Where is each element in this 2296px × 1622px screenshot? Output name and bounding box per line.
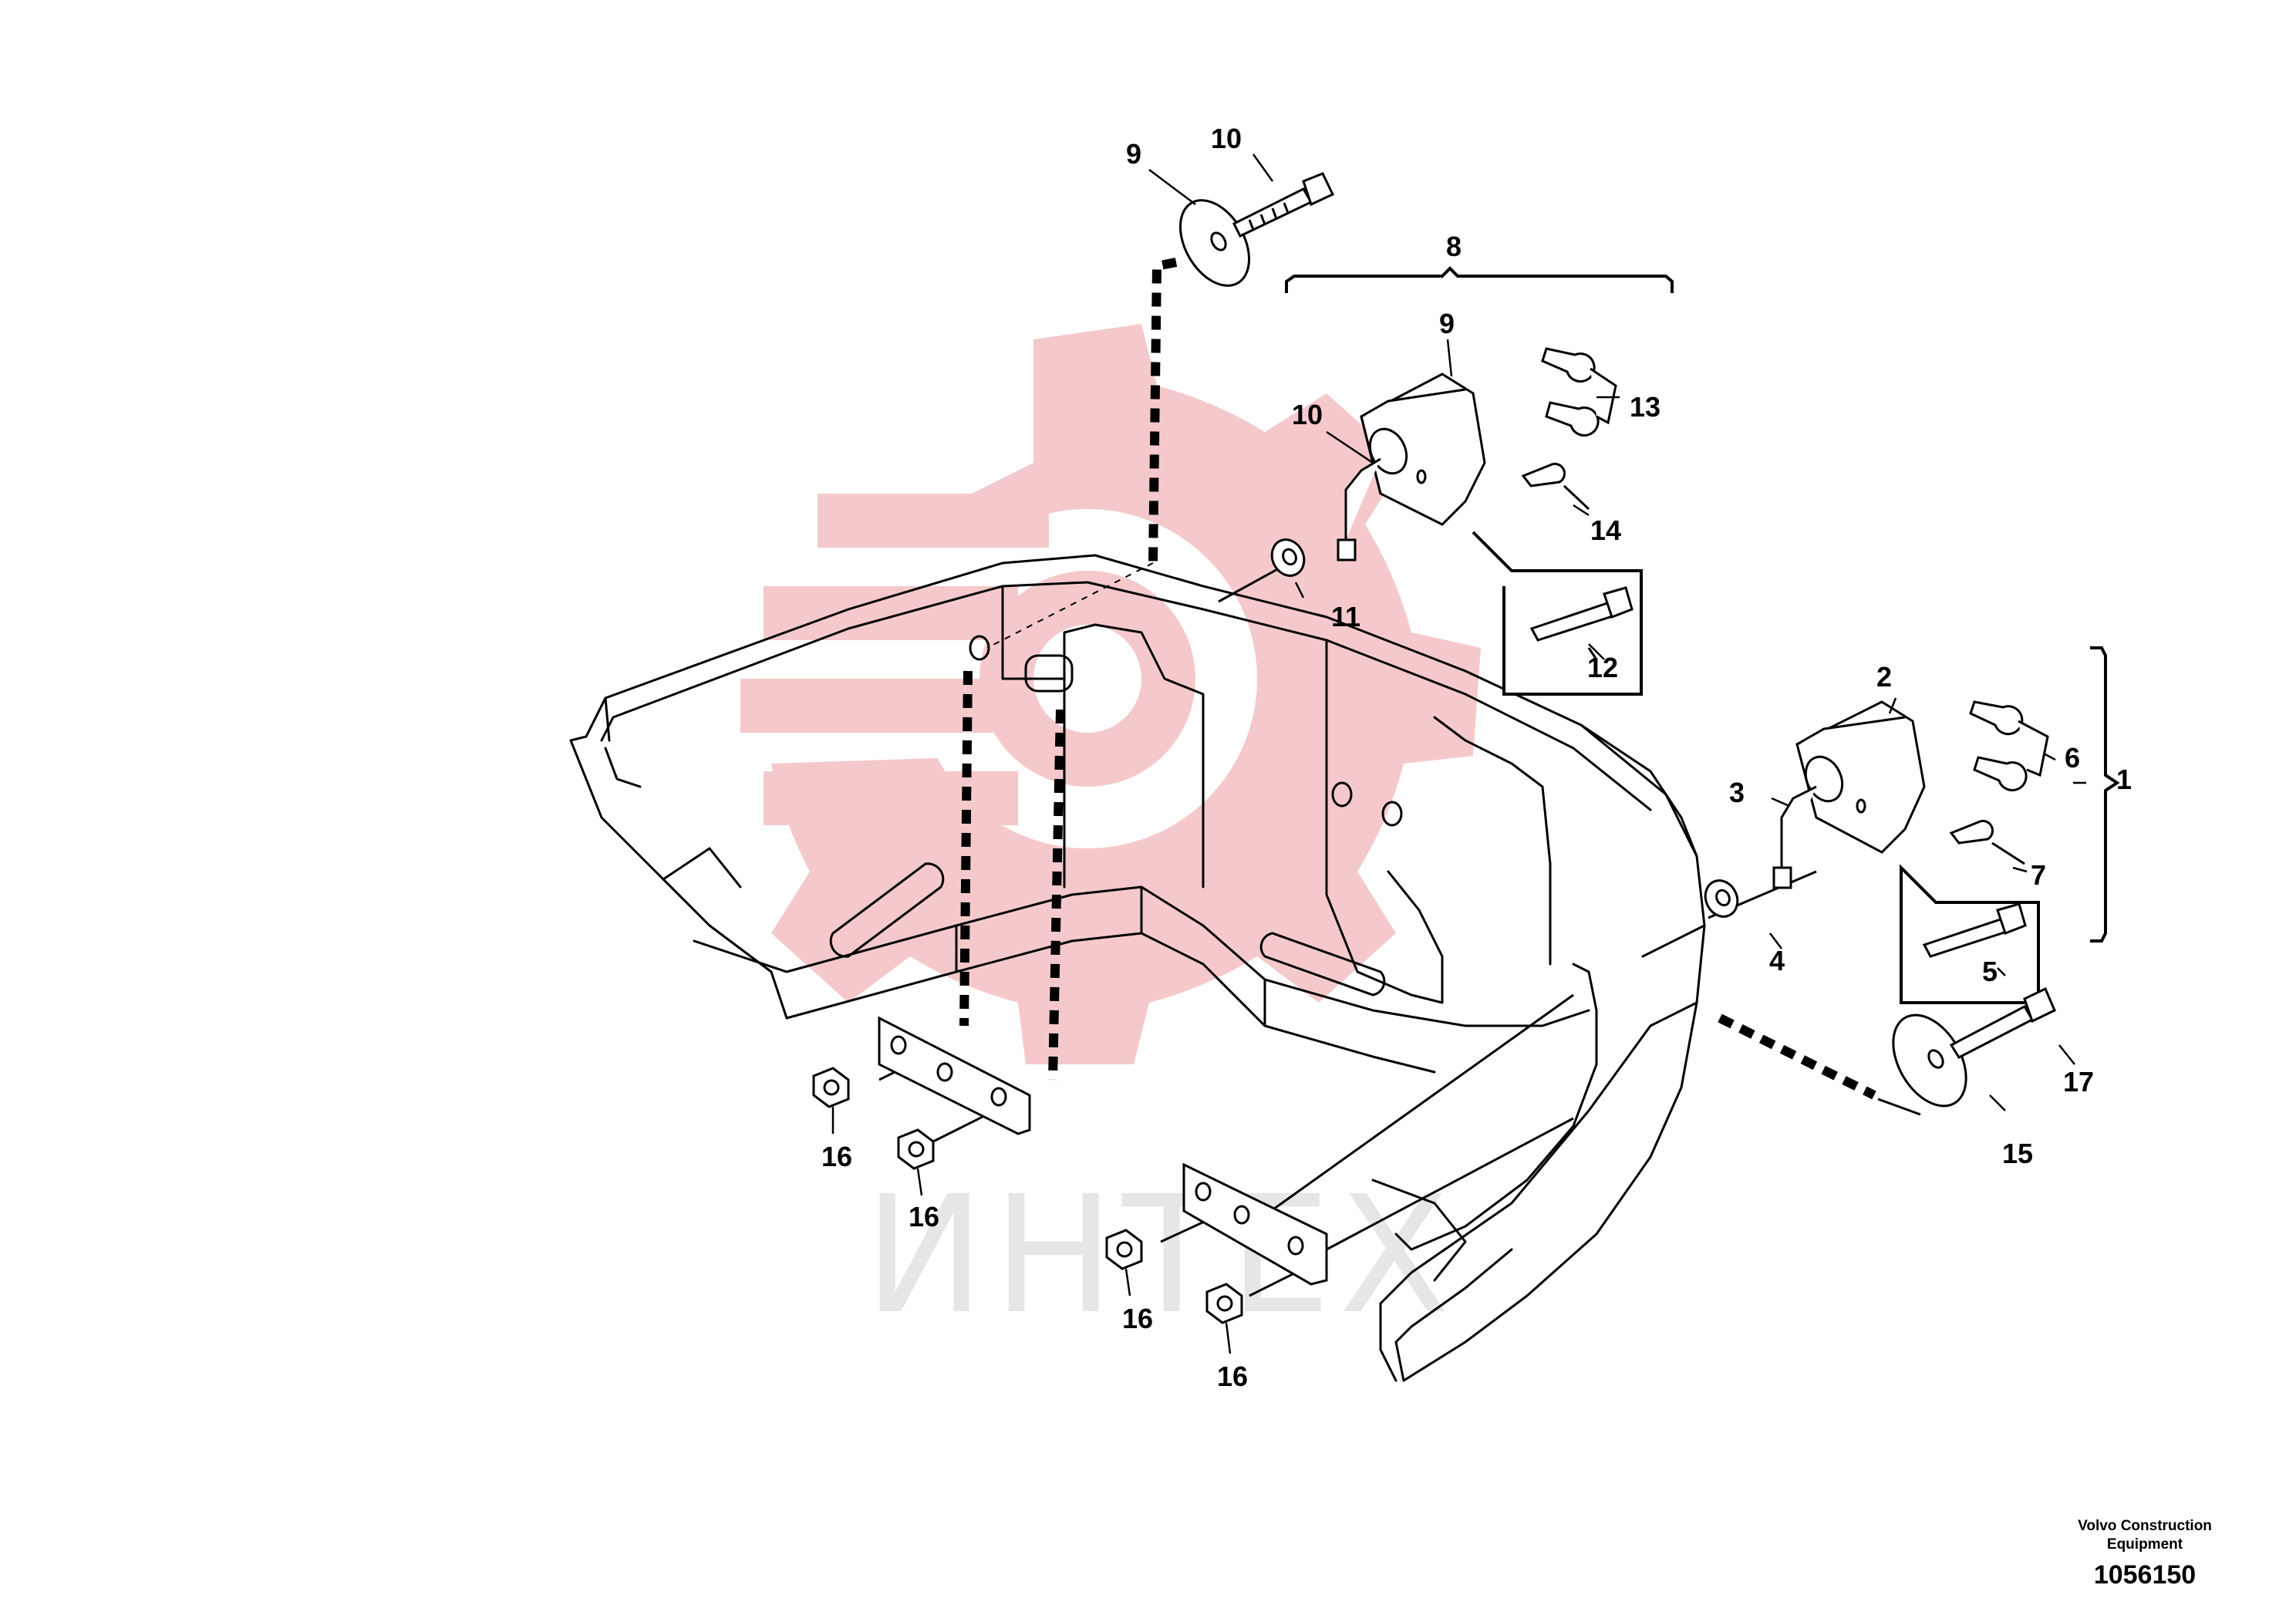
- bulbs-13: [1541, 347, 1617, 437]
- callout-8: 8: [1446, 231, 1462, 262]
- bracket-group-8: [1285, 266, 1674, 293]
- callout-16-a: 16: [821, 1141, 852, 1172]
- callout-12: 12: [1587, 652, 1618, 683]
- callout-11: 11: [1331, 601, 1360, 632]
- plate-right: [1182, 1162, 1328, 1286]
- callout-10-top: 10: [1211, 123, 1242, 154]
- lamp-left: [1337, 373, 1486, 561]
- bolt-17: [1949, 986, 2056, 1059]
- callout-5: 5: [1982, 956, 1998, 987]
- callout-16-b: 16: [909, 1201, 939, 1233]
- washer-15: [1892, 1013, 1967, 1108]
- callout-9-lamp: 9: [1439, 308, 1455, 339]
- bolt-10-top: [1232, 172, 1335, 238]
- callout-2: 2: [1876, 661, 1892, 693]
- callout-16-d: 16: [1217, 1361, 1248, 1392]
- document-number: 1056150: [2093, 1560, 2197, 1590]
- lamp-right: [1772, 700, 1926, 889]
- bulb-7: [1949, 819, 2025, 865]
- counterweight-drawing: [569, 554, 1706, 1382]
- footer-info: Volvo Construction Equipment 1056150: [2045, 1517, 2245, 1591]
- bracket-group-1: [2090, 646, 2120, 943]
- callout-16-c: 16: [1122, 1303, 1153, 1334]
- company-name: Volvo Construction Equipment: [2078, 1518, 2212, 1553]
- bulb-14: [1521, 462, 1590, 511]
- callout-13: 13: [1630, 391, 1660, 423]
- callout-1: 1: [2116, 764, 2132, 795]
- assembly-leaders: [878, 258, 1921, 1297]
- callout-6: 6: [2065, 742, 2080, 774]
- nut-4: [1704, 879, 1739, 918]
- callout-15: 15: [2002, 1138, 2033, 1169]
- callout-leaders: [831, 153, 2086, 1354]
- callout-14: 14: [1590, 514, 1621, 546]
- inset-screw-5: [1900, 864, 2040, 1004]
- callout-3: 3: [1729, 777, 1745, 808]
- callout-9-top: 9: [1126, 138, 1141, 170]
- callout-17: 17: [2063, 1066, 2094, 1098]
- plate-left: [878, 1016, 1031, 1135]
- washer-9-top: [1178, 199, 1251, 287]
- callout-10-lamp: 10: [1292, 399, 1323, 430]
- watermark-text: ИНТЕХ: [864, 1161, 1458, 1350]
- bulbs-6: [1969, 700, 2049, 791]
- callout-4: 4: [1769, 945, 1785, 976]
- nuts-16: [812, 1067, 1243, 1324]
- nut-11: [1270, 538, 1306, 577]
- callout-7: 7: [2031, 859, 2046, 891]
